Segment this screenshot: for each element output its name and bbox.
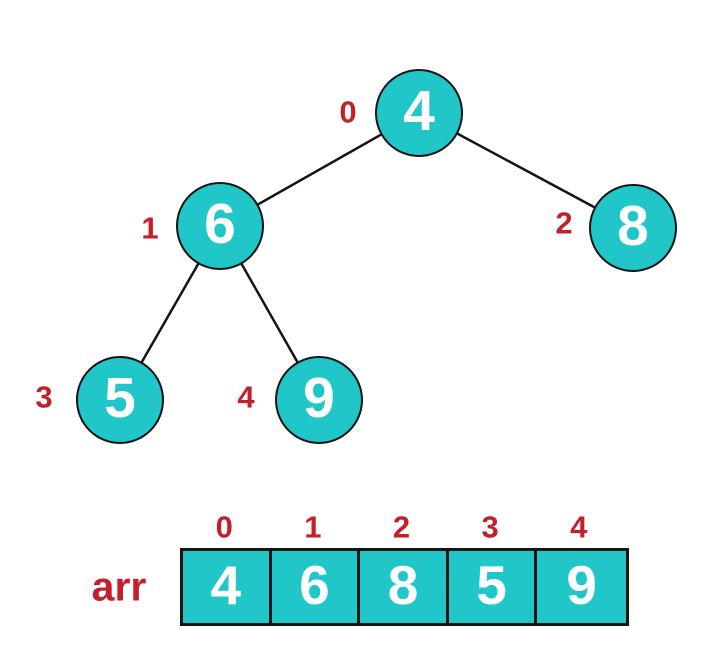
node-value: 5 xyxy=(104,365,136,430)
node-value: 8 xyxy=(617,193,649,258)
node-index-label: 4 xyxy=(237,379,255,415)
array-index-label: 0 xyxy=(215,509,233,545)
array-cell: 8 xyxy=(360,551,449,623)
tree-node: 9 xyxy=(275,356,363,444)
tree-node: 8 xyxy=(589,184,677,272)
array-cell-value: 6 xyxy=(299,553,330,616)
array-cell-value: 5 xyxy=(476,553,507,616)
array-cell: 6 xyxy=(271,551,361,623)
tree-node: 4 xyxy=(375,69,463,157)
node-value: 9 xyxy=(303,365,335,430)
node-index-label: 1 xyxy=(141,210,159,246)
node-index-label: 0 xyxy=(339,94,357,130)
array-label: arr xyxy=(91,563,147,610)
array-cell: 4 xyxy=(183,551,272,623)
node-value: 4 xyxy=(403,78,435,143)
tree-node: 5 xyxy=(76,356,164,444)
node-index-label: 3 xyxy=(35,379,53,415)
array-cell: 5 xyxy=(448,551,538,623)
tree-node: 6 xyxy=(176,182,264,270)
array-index-label: 4 xyxy=(570,509,588,545)
array-cell-value: 9 xyxy=(566,553,597,616)
array-index-label: 2 xyxy=(392,509,411,545)
array-cell-value: 8 xyxy=(387,553,419,616)
array-index-label: 3 xyxy=(481,509,499,545)
array-cell: 9 xyxy=(537,551,626,623)
array-cell-value: 4 xyxy=(210,553,242,616)
node-index-label: 2 xyxy=(555,205,573,241)
array-index-label: 1 xyxy=(304,509,322,545)
node-value: 6 xyxy=(204,191,236,256)
